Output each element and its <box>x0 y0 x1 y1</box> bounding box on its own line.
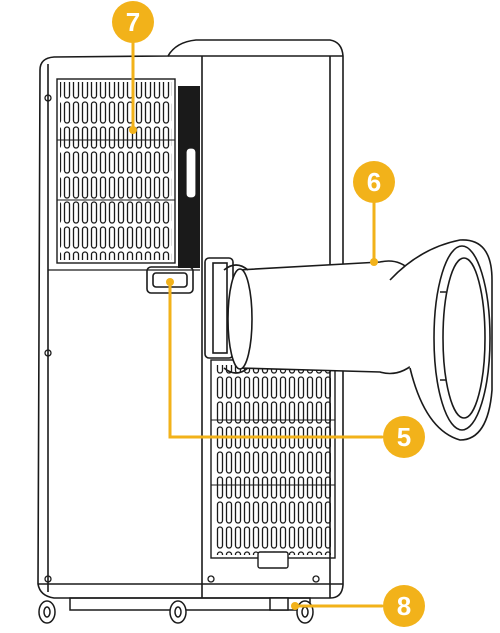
callout-badge-5: 5 <box>383 416 425 458</box>
callout-number-5: 5 <box>397 422 411 452</box>
casters <box>38 597 314 624</box>
callout-number-6: 6 <box>367 167 381 197</box>
side-handle-recess <box>178 86 200 268</box>
exhaust-hose <box>204 239 493 441</box>
leader-5 <box>168 280 384 439</box>
callout-number-7: 7 <box>126 7 140 37</box>
lower-exhaust-grille <box>210 359 336 569</box>
callout-badge-7: 7 <box>112 1 154 43</box>
callout-badge-6: 6 <box>353 161 395 203</box>
callout-number-8: 8 <box>397 591 411 621</box>
panel-screws <box>44 94 320 583</box>
callout-badge-8: 8 <box>383 585 425 627</box>
callout-leaders <box>131 40 384 608</box>
leader-endpoints <box>129 126 378 610</box>
upper-air-filter-grille <box>56 78 176 264</box>
